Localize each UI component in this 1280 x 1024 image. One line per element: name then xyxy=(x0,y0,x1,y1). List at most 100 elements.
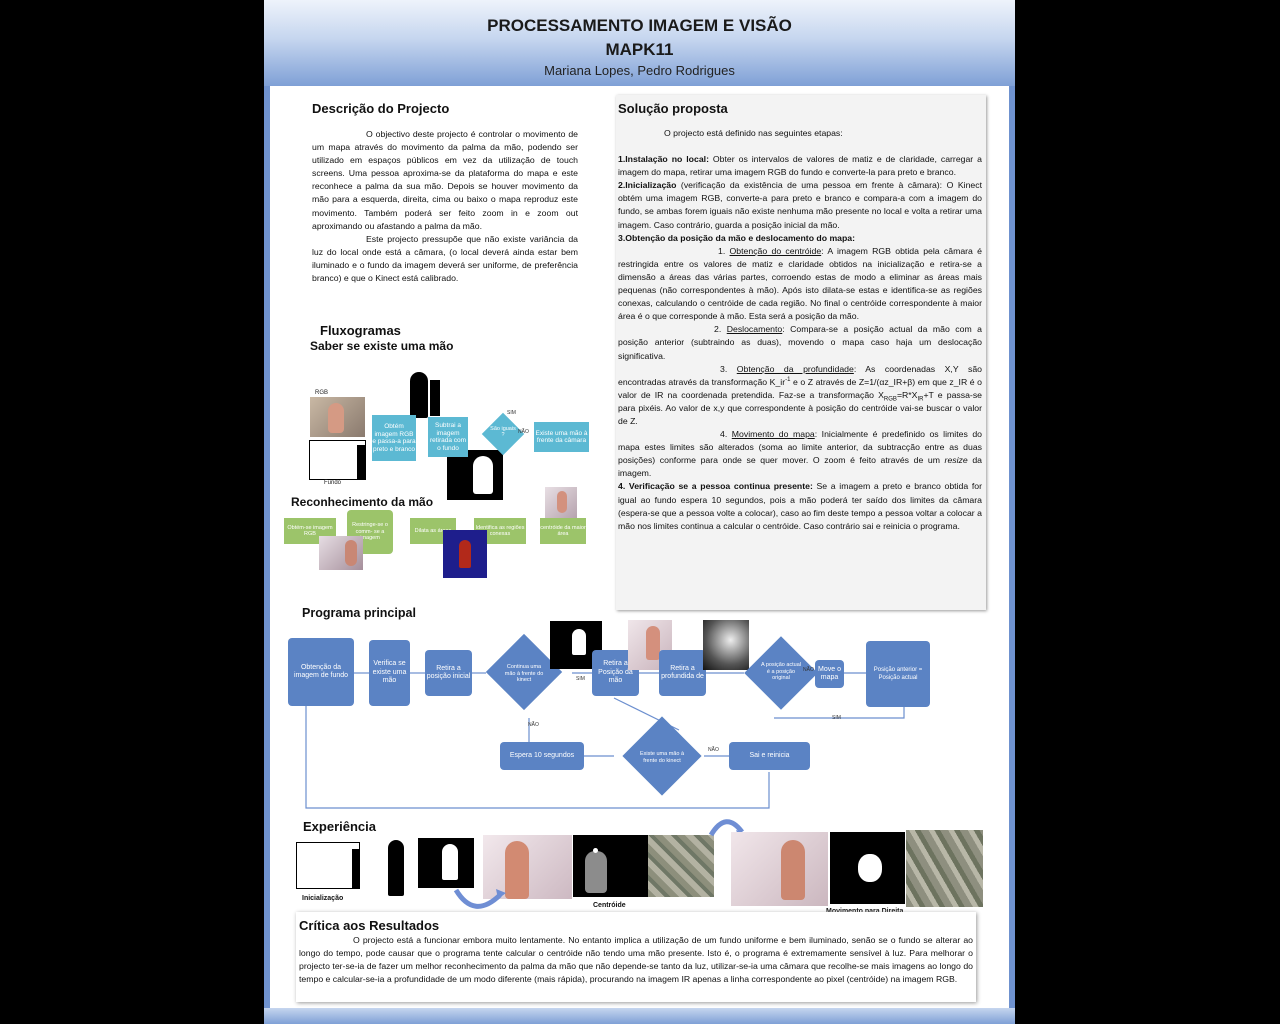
s1-text: Obter os intervalos de valores de matiz … xyxy=(618,154,982,178)
saber-nao-label: NÃO xyxy=(518,429,529,435)
saber-diamond-label: São iguais ? xyxy=(490,426,516,438)
exp-caption-movimento: Movimento para Direita xyxy=(826,908,903,915)
prog-retira-inicial: Retira a posição inicial xyxy=(425,650,472,696)
prog-retira-profundidade: Retira a profundida de xyxy=(659,650,706,696)
s3-head: 3.Obtenção da posição da mão e deslocame… xyxy=(618,232,856,243)
prog-sai-reinicia: Sai e reinicia xyxy=(729,742,810,770)
prog-diamond-continua-label: Continua uma mão à frente do kinect xyxy=(504,664,544,683)
s3-3-head: Obtenção da profundidade xyxy=(736,363,854,374)
experiencia-title: Experiência xyxy=(303,819,376,834)
s3-3-text-b: e o Z através de Z=1/(αz_IR+β) em que z_… xyxy=(618,376,982,400)
poster-subtitle: MAPK11 xyxy=(605,40,674,59)
s3-3-text-c: =R*X xyxy=(896,389,918,400)
saber-title: Saber se existe uma mão xyxy=(310,339,454,353)
poster-authors: Mariana Lopes, Pedro Rodrigues xyxy=(544,63,735,78)
s3-3-text-a: : As coordenadas X,Y são encontradas atr… xyxy=(618,363,982,387)
right-border xyxy=(1009,86,1015,1008)
fundo-label: Fundo xyxy=(324,480,342,486)
s3-3-sup: -1 xyxy=(785,376,791,383)
descricao-paragraph-2: Este projecto pressupõe que não existe v… xyxy=(312,233,578,284)
prog-verifica-mao: Verifica se existe uma mão xyxy=(369,640,410,706)
s3-4-num: 4. xyxy=(720,429,732,440)
poster-header: PROCESSAMENTO IMAGEM E VISÃO MAPK11 Mari… xyxy=(264,0,1015,86)
poster: PROCESSAMENTO IMAGEM E VISÃO MAPK11 Mari… xyxy=(264,0,1015,1024)
exp-map-image-2 xyxy=(906,830,983,907)
rgb-hand-image xyxy=(310,397,365,437)
bw-hand-image-top xyxy=(404,370,446,420)
rec-hand-image-left xyxy=(319,536,363,570)
s3-1-head: Obtenção do centróide xyxy=(729,245,822,256)
s3-3-num: 3. xyxy=(720,363,737,374)
s4-text: Se a imagem a preto e branco obtida for … xyxy=(618,481,982,531)
rec-box-restringe: Restringe-se o comm- se a imagem xyxy=(347,510,393,554)
s3-4-head: Movimento do mapa xyxy=(731,429,815,440)
solucao-title: Solução proposta xyxy=(618,101,728,116)
poster-title: PROCESSAMENTO IMAGEM E VISÃO xyxy=(487,16,792,35)
rec-region-image xyxy=(443,530,487,578)
prog-nao-1: NÃO xyxy=(528,722,539,728)
s2-text: (verificação da existência de uma pessoa… xyxy=(618,180,982,230)
reconhecimento-title: Reconhecimento da mão xyxy=(291,495,434,509)
s2-head: 2.Inicialização xyxy=(618,180,677,191)
s3-1-text: : A imagem RGB obtida pela câmara é rest… xyxy=(618,245,982,322)
s3-2-num: 2. xyxy=(714,324,727,335)
exp-mask-right xyxy=(830,832,905,904)
solucao-box: Solução proposta O projecto está definid… xyxy=(616,95,986,610)
s3-3-sub1: RGB xyxy=(883,396,897,403)
rgb-label: RGB xyxy=(315,390,329,396)
descricao-body: O objectivo deste projecto é controlar o… xyxy=(312,128,578,285)
programa-title: Programa principal xyxy=(302,606,416,620)
exp-rgb-hand-right xyxy=(731,832,828,906)
s1-head: 1.Instalação no local: xyxy=(618,154,709,165)
prog-rgb-image xyxy=(628,620,672,670)
prog-sim-2: SIM xyxy=(832,715,841,721)
s3-4-em: resize xyxy=(944,455,968,466)
prog-espera: Espera 10 segundos xyxy=(500,742,584,770)
exp-rgb-hand xyxy=(483,835,572,899)
s3-4-text-a: : Inicialmente é predefinido os limites … xyxy=(618,429,982,466)
rec-box-centroide: centróide da maior área xyxy=(540,518,586,544)
prog-diamond-existe-label: Existe uma mão à frente do kinect xyxy=(639,751,685,764)
saber-box-existe: Existe uma mão à frente da câmara xyxy=(534,422,589,452)
s3-1-num: 1. xyxy=(718,245,730,256)
prog-move-mapa: Move o mapa xyxy=(815,660,844,688)
exp-centroide-image xyxy=(573,835,648,897)
prog-depth-image xyxy=(703,620,749,670)
s3-3-text-d: +T e passa-se para pixéis. Ao valor de x… xyxy=(618,389,982,426)
solucao-intro: O projecto está definido nas seguintes e… xyxy=(664,128,843,138)
s3-2-text: : Compara-se a posição actual da mão com… xyxy=(618,324,982,361)
saber-sim-label: SIM xyxy=(507,410,516,416)
fluxogramas-title: Fluxogramas xyxy=(320,323,401,338)
fundo-image xyxy=(309,440,366,480)
prog-obtencao-fundo: Obtenção da imagem de fundo xyxy=(288,638,354,706)
prog-sim-1: SIM xyxy=(576,676,585,682)
prog-retira-posicao: Retira a Posição da mão xyxy=(592,650,639,696)
prog-diamond-posicao-label: A posição actual é a posição original xyxy=(760,662,802,681)
exp-bw-hand-1 xyxy=(380,834,418,900)
descricao-title: Descrição do Projecto xyxy=(312,101,450,116)
s3-2-head: Deslocamento xyxy=(726,324,783,335)
prog-posicao-anterior: Posição anterior = Posição actual xyxy=(866,641,930,707)
prog-nao-3: NÃO xyxy=(708,747,719,753)
bw-hand-image-bottom xyxy=(447,450,503,500)
prog-nao-2: NÃO xyxy=(803,667,814,673)
exp-caption-inicializacao: Inicialização xyxy=(302,895,344,902)
left-border xyxy=(264,86,270,1008)
exp-caption-centroide: Centróide xyxy=(593,902,626,909)
s3-3-sub2: IR xyxy=(917,396,924,403)
programa-connectors xyxy=(305,672,905,809)
s4-head: 4. Verificação se a pessoa continua pres… xyxy=(618,481,813,492)
exp-map-image-1 xyxy=(648,835,714,897)
footer-band xyxy=(264,1008,1015,1024)
s3-4-text-b: da imagem. xyxy=(618,455,982,479)
exp-bw-hand-2 xyxy=(418,838,474,888)
exp-fundo-image xyxy=(296,842,360,889)
saber-box-subtrai: Subtrai a imagem retirada com o fundo xyxy=(428,417,468,457)
rec-hand-image-top xyxy=(545,487,577,519)
saber-box-obtem: Obtém imagem RGB e passa-a para preto e … xyxy=(372,415,416,461)
descricao-paragraph-1: O objectivo deste projecto é controlar o… xyxy=(312,129,578,231)
solucao-body: O projecto está definido nas seguintes e… xyxy=(618,127,982,533)
critica-title: Crítica aos Resultados xyxy=(299,918,440,933)
critica-box: Crítica aos Resultados O projecto está a… xyxy=(296,912,976,1002)
critica-text: O projecto está a funcionar embora muito… xyxy=(299,935,973,985)
